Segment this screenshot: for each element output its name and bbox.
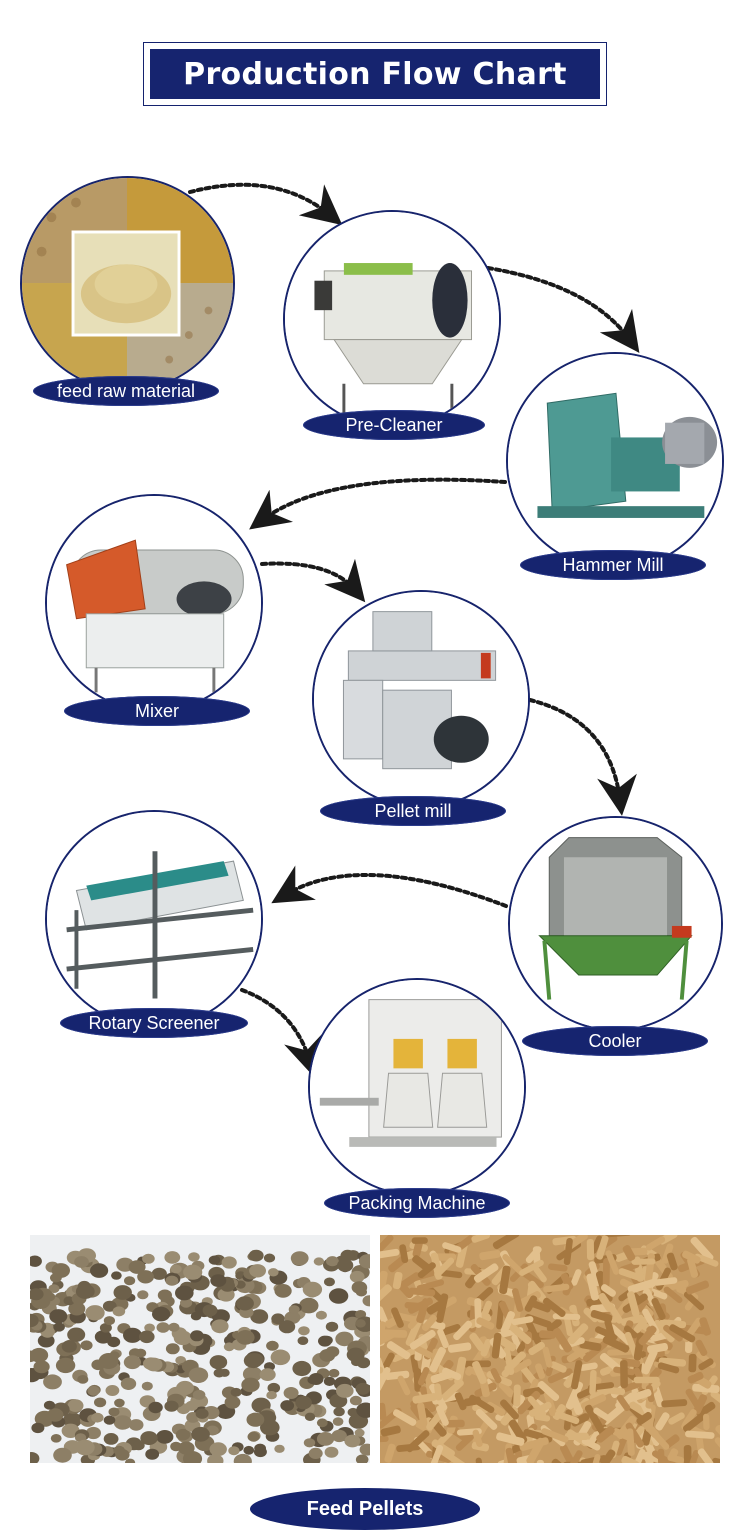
step-label-rotary-screener: Rotary Screener bbox=[60, 1008, 248, 1038]
arrow-cooler-to-screener bbox=[271, 865, 508, 908]
step-label-mixer: Mixer bbox=[64, 696, 250, 726]
arrow-mixer-to-pellet bbox=[260, 558, 366, 603]
arrow-raw-to-precleaner bbox=[188, 182, 343, 226]
raw-material-image bbox=[20, 176, 235, 391]
cooler-image bbox=[508, 816, 723, 1031]
step-label-hammer-mill: Hammer Mill bbox=[520, 550, 706, 580]
feed-pellets-label: Feed Pellets bbox=[250, 1488, 480, 1530]
hammer-mill-image bbox=[506, 352, 724, 570]
stick-pellets-photo bbox=[380, 1235, 720, 1463]
round-pellets-photo bbox=[30, 1235, 370, 1463]
page-title-frame: Production Flow Chart bbox=[143, 42, 607, 106]
step-label-cooler: Cooler bbox=[522, 1026, 708, 1056]
mixer-image bbox=[45, 494, 263, 712]
pellet-mill-image bbox=[312, 590, 530, 808]
arrow-pellet-to-cooler bbox=[528, 698, 637, 816]
arrow-hammer-to-mixer bbox=[249, 477, 507, 530]
step-label-packing-machine: Packing Machine bbox=[324, 1188, 510, 1218]
arrow-screener-to-packing bbox=[240, 988, 323, 1078]
step-label-raw-material: feed raw material bbox=[33, 376, 219, 406]
step-label-pellet-mill: Pellet mill bbox=[320, 796, 506, 826]
rotary-screener-image bbox=[45, 810, 263, 1028]
packing-machine-image bbox=[308, 978, 526, 1196]
arrow-precleaner-to-hammer bbox=[486, 266, 640, 353]
pre-cleaner-image bbox=[283, 210, 501, 428]
page-title: Production Flow Chart bbox=[150, 49, 600, 99]
step-label-pre-cleaner: Pre-Cleaner bbox=[303, 410, 485, 440]
